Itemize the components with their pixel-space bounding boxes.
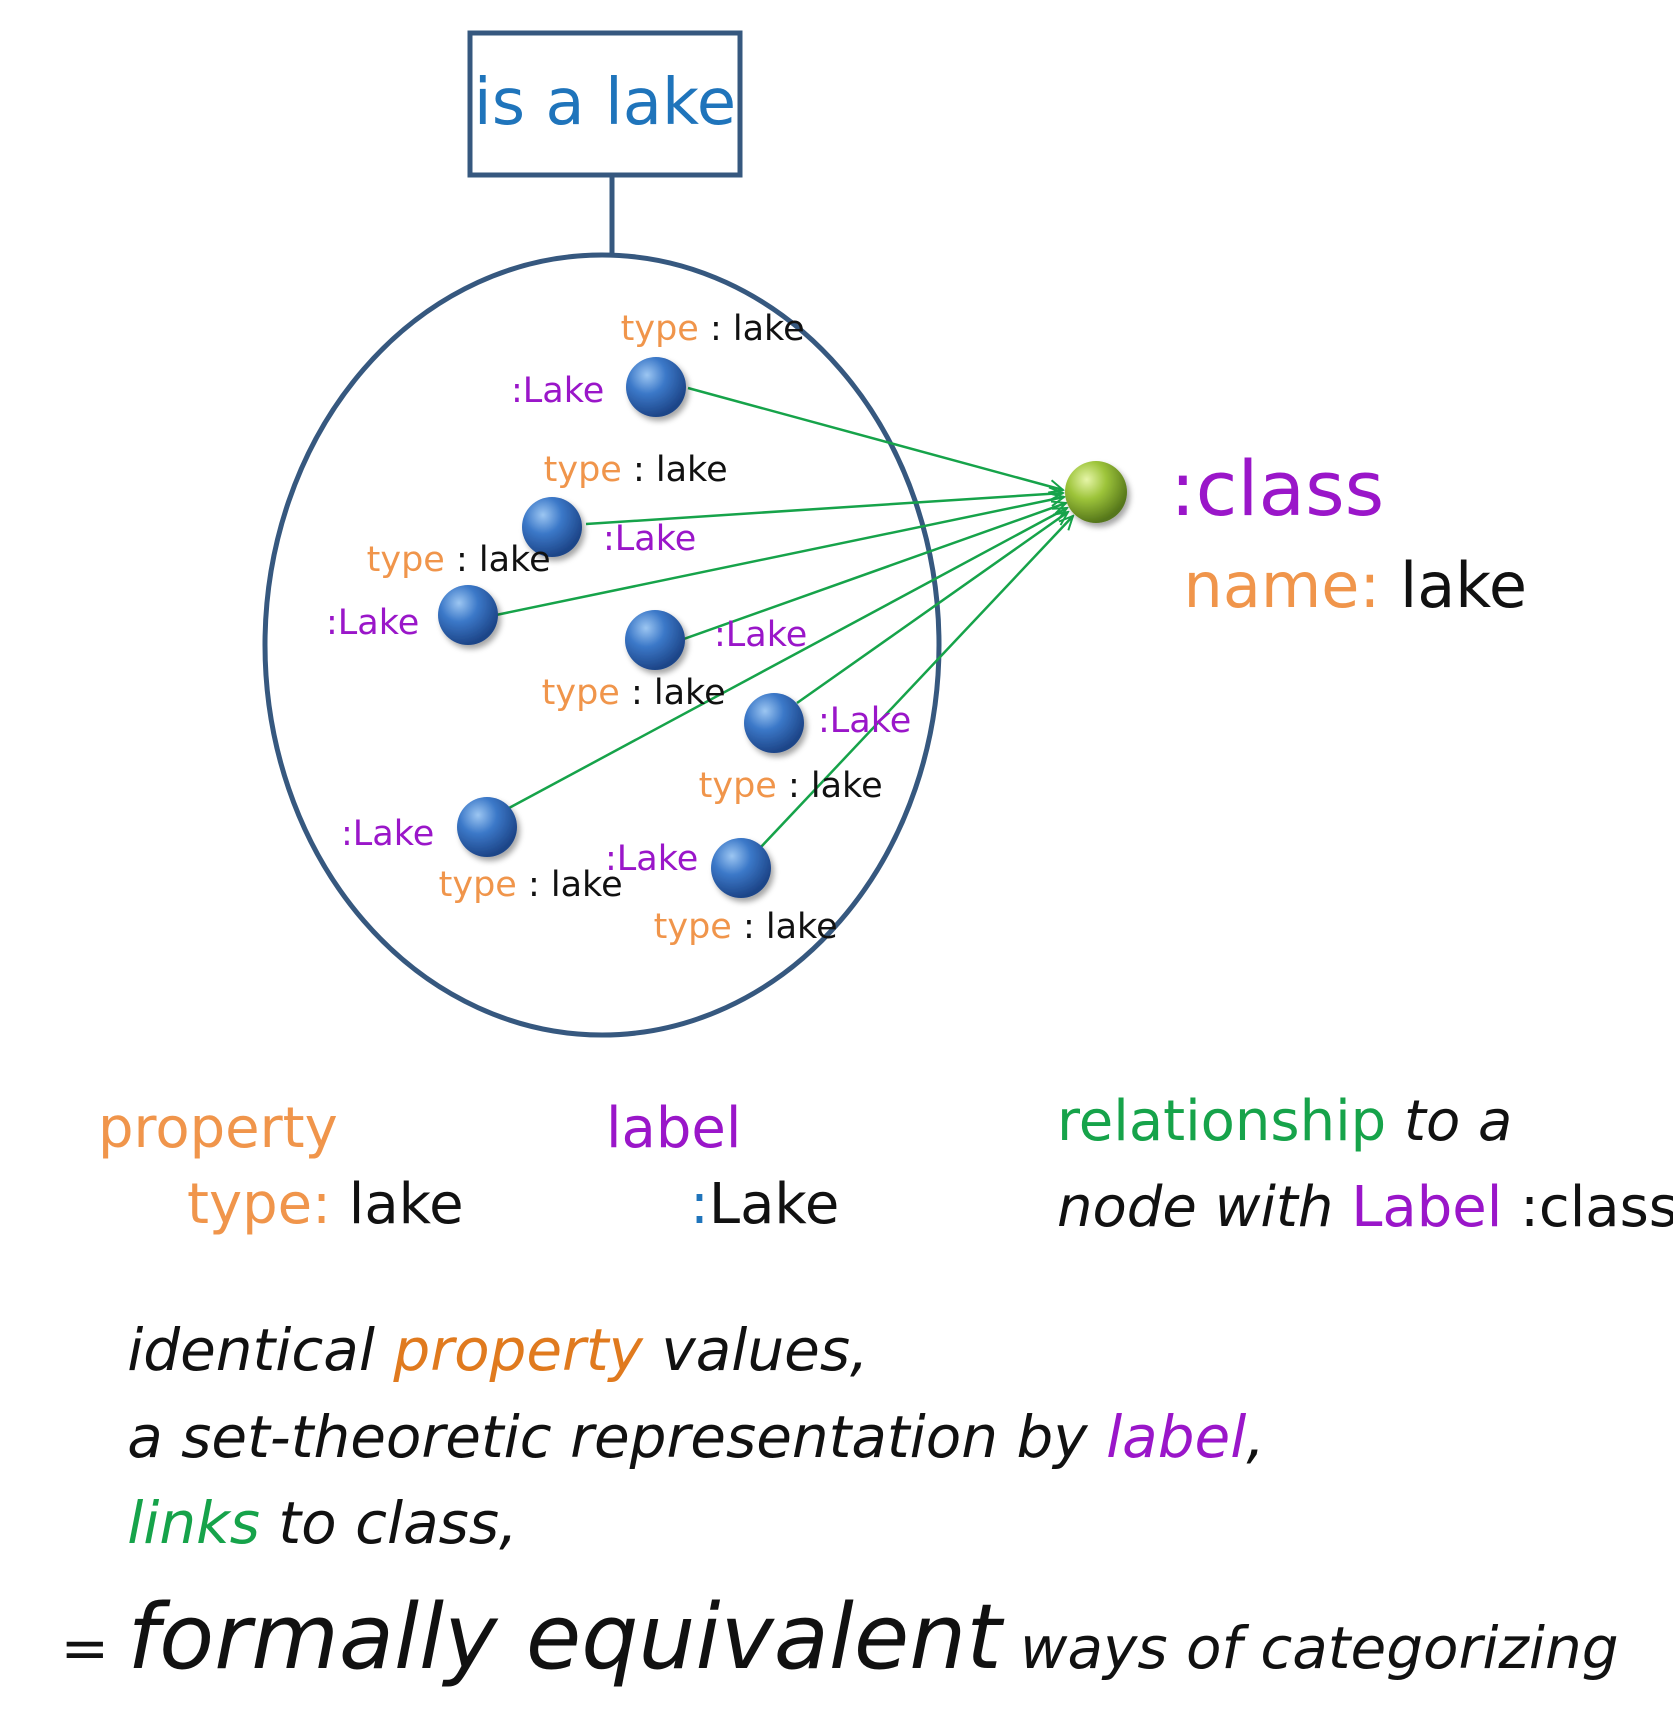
relationship-arrows	[495, 386, 1073, 849]
conclusion-line-3: links to class,	[35, 1489, 573, 1557]
class-node-label: :class	[1170, 444, 1384, 533]
member-property: type : lake	[486, 673, 759, 713]
member-label: :Lake	[714, 615, 807, 655]
class-node	[1065, 461, 1127, 523]
lake-node	[522, 497, 582, 557]
conclusion-line-1: identical property values,	[35, 1316, 924, 1384]
relationship-arrow	[796, 512, 1068, 705]
lake-node	[625, 610, 685, 670]
member-property: type : lake	[643, 766, 916, 806]
member-property: type : lake	[383, 865, 656, 905]
member-label: :Lake	[605, 839, 698, 879]
member-label: :Lake	[818, 701, 911, 741]
class-node-name: name: lake	[1085, 549, 1586, 622]
lake-node	[438, 585, 498, 645]
legend-label-title: label	[606, 1096, 741, 1161]
lake-node	[457, 797, 517, 857]
lake-node	[744, 693, 804, 753]
legend-label-example: :Lake	[601, 1172, 893, 1237]
relationship-arrow	[680, 503, 1066, 642]
member-label: :Lake	[341, 814, 434, 854]
lake-node	[711, 838, 771, 898]
legend-property-title: property	[98, 1096, 338, 1161]
member-property: type : lake	[311, 540, 584, 580]
member-label: :Lake	[603, 519, 696, 559]
lake-set-ellipse	[262, 252, 942, 1038]
member-property: type : lake	[565, 309, 838, 349]
relationship-arrow	[687, 386, 1063, 490]
conclusion-line-2: a set-theoretic representation by label,	[35, 1403, 1320, 1471]
legend-relationship-title: relationship to a	[968, 1089, 1566, 1154]
conclusion-line-4: = formally equivalent ways of categorizi…	[35, 1585, 1634, 1690]
relationship-arrow	[759, 516, 1073, 849]
legend-property-example: type: lake	[98, 1172, 517, 1237]
relationship-arrow	[495, 497, 1064, 617]
legend-relationship-desc: node with Label :class	[968, 1175, 1673, 1240]
lake-node	[626, 357, 686, 417]
member-label: :Lake	[511, 371, 604, 411]
relationship-arrow	[508, 508, 1067, 810]
member-property: type : lake	[488, 450, 761, 490]
relationship-arrow	[585, 493, 1063, 526]
category-box	[467, 30, 743, 178]
category-title: is a lake	[474, 66, 736, 140]
member-label: :Lake	[326, 603, 419, 643]
member-property: type : lake	[598, 907, 871, 947]
member-nodes	[438, 357, 804, 898]
